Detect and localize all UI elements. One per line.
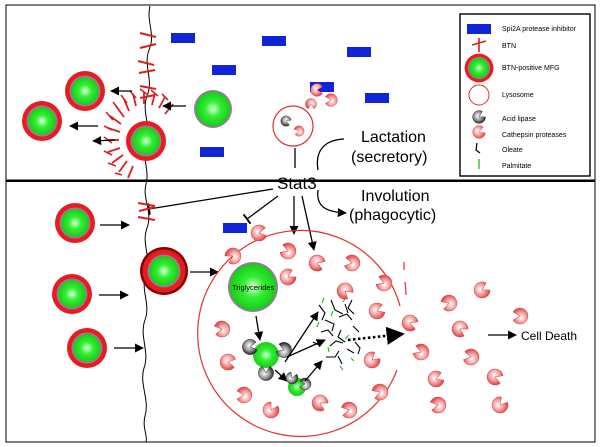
btn-markers-top <box>137 32 157 99</box>
internalized-mfg <box>140 247 188 295</box>
large-lysosome <box>197 229 407 437</box>
cell-death-label: Cell Death <box>521 329 577 343</box>
release-dotted-arrow <box>347 326 405 345</box>
tg-down-arrow <box>254 315 264 341</box>
legend-btn-icon <box>471 38 487 52</box>
legend-label: Oleate <box>502 147 523 154</box>
involution-label-1: Involution <box>361 188 430 205</box>
stat3-inhibit-btn <box>147 188 274 215</box>
legend-oleate-icon <box>475 142 481 154</box>
acid-lipase-complex <box>241 338 294 381</box>
lipase-arrow-small <box>274 369 288 382</box>
cathepsin-top-3 <box>305 98 317 110</box>
lactation-label-1: Lactation <box>361 129 426 146</box>
lipolysis-arrow-1 <box>284 311 319 363</box>
uptake-mfg-2 <box>52 274 92 314</box>
fatty-acids-cluster <box>312 296 361 371</box>
cathepsins-bottom <box>213 223 529 422</box>
secreted-mfg-1 <box>65 71 105 111</box>
stat3-arrow-2 <box>301 195 317 251</box>
involution-label-2: (phagocytic) <box>349 207 436 224</box>
legend-label: Acid lipase <box>502 116 536 123</box>
cell-membrane <box>142 5 153 443</box>
legend-label: BTN-positive MFG <box>502 65 560 72</box>
uptake-mfg-1 <box>55 203 95 243</box>
legend-label: Cathepsin proteases <box>502 132 567 139</box>
uptake-mfg-3 <box>67 328 107 368</box>
legend-label: Lysosome <box>502 92 534 99</box>
legend-label: Palmitate <box>502 163 531 170</box>
btn-markers-bottom <box>137 202 156 221</box>
legend-lysosome-icon <box>468 84 490 106</box>
lipolysis-arrow-2 <box>286 339 326 358</box>
cytoplasmic-droplet-top <box>194 90 232 128</box>
legend-spi2a-icon <box>467 24 491 34</box>
lipolysis-arrow-3 <box>304 360 323 382</box>
secreted-mfg-2 <box>22 101 62 141</box>
lactation-label-2: (secretory) <box>351 149 427 166</box>
triglycerides-label: Triglycerides <box>232 283 274 292</box>
small-lysosome <box>272 105 314 147</box>
stat3-inhibit-spi2a <box>242 195 279 225</box>
lactation-curve <box>316 138 345 171</box>
budding-mfg <box>103 88 174 179</box>
legend: Spi2A protease inhibitor BTN BTN-positiv… <box>459 13 591 177</box>
legend-mfg-icon <box>464 53 494 83</box>
legend-label: BTN <box>502 43 516 50</box>
secretion-arrow-3 <box>92 136 116 146</box>
triglycerides-droplet <box>228 262 278 312</box>
spi2a-bar-bottom <box>223 223 247 233</box>
stat3-label: Stat3 <box>277 174 317 193</box>
involution-curve <box>317 189 347 218</box>
legend-label: Spi2A protease inhibitor <box>502 26 577 33</box>
small-lipase-complex <box>284 370 312 396</box>
cathepsin-top-2 <box>325 93 338 107</box>
